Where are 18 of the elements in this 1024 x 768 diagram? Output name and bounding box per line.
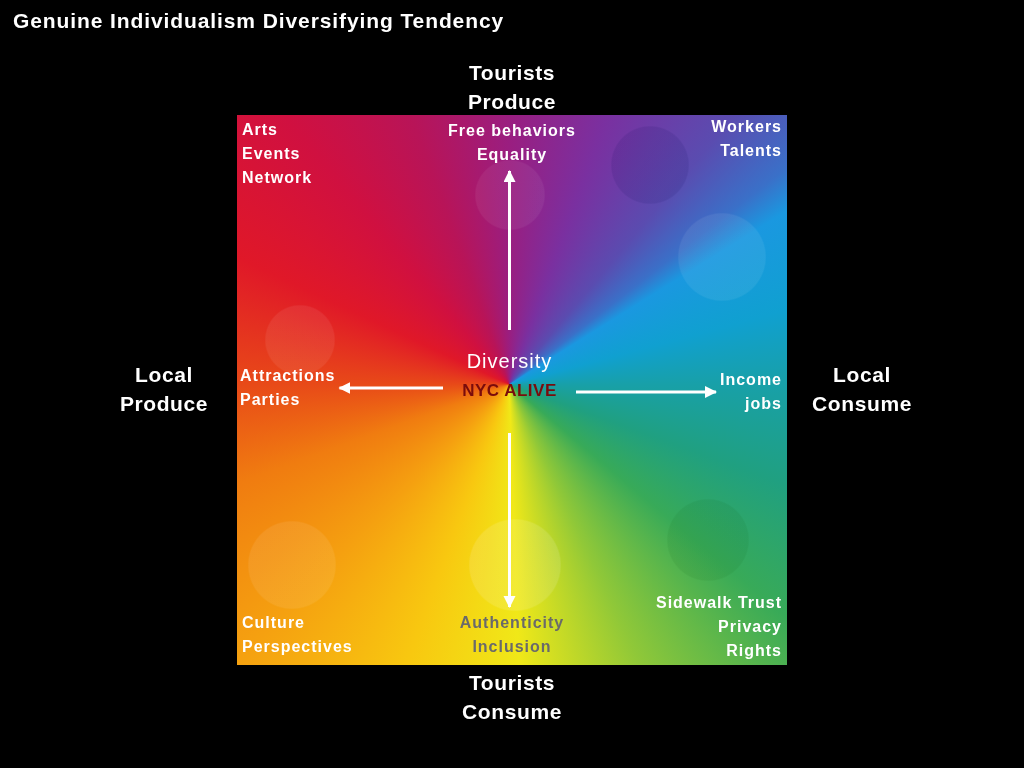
arrow-target-label: Authenticity Inclusion [459,611,565,659]
axis-label: Tourists Consume [462,670,562,725]
axis-label: Local Consume [812,362,912,417]
arrow [576,386,717,398]
corner-label: Workers Talents [711,117,782,161]
arrow-target-label: Attractions Parties [240,364,336,412]
corner-label: Culture Perspectives [242,613,353,657]
diagram-title: Genuine Individualism Diversifying Tendency [13,8,505,34]
arrow [503,433,516,608]
axis-label: Tourists Produce [467,60,557,115]
corner-label: Arts Events Network [242,120,313,188]
arrow-target-label: Income jobs [720,368,782,416]
arrow [503,170,516,330]
axis-label: Local Produce [119,362,209,417]
arrow [338,382,443,394]
corner-label: Sidewalk Trust Privacy Rights [655,593,782,661]
arrow-target-label: Free behaviors Equality [448,119,576,167]
gradient-square [237,115,787,665]
